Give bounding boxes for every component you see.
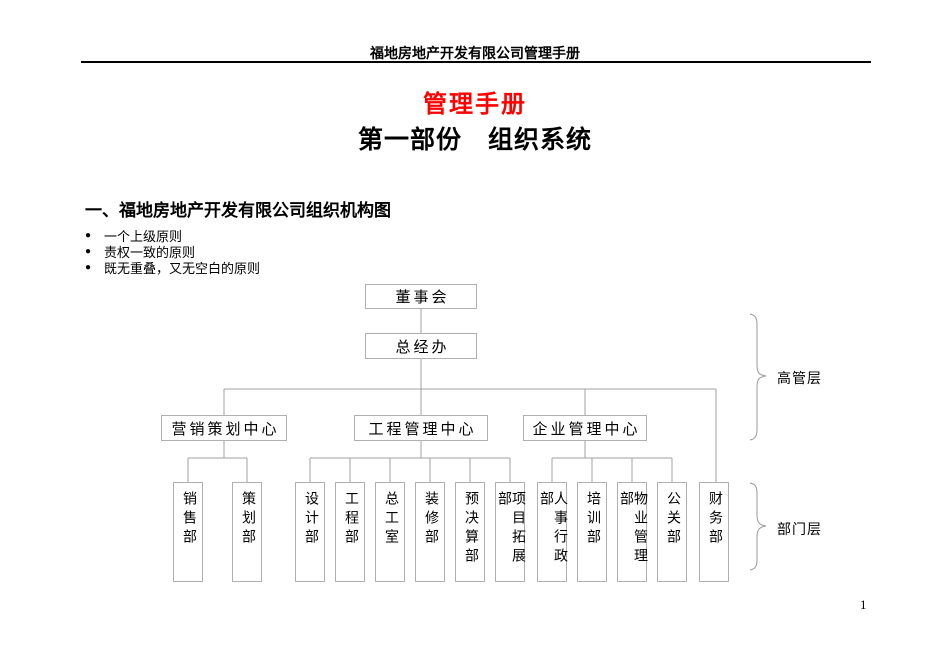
dept-label: 财务部 [707,491,722,548]
org-node-enterprise-center: 企业管理中心 [523,415,647,441]
org-node-dept-budget: 预决算部 [455,482,485,582]
department-layer-label: 部门层 [777,523,822,538]
page-number: 1 [860,597,867,612]
list-item-text: 既无重叠，又无空白的原则 [104,260,261,276]
dept-label: 项目拓展部 [496,491,525,567]
document-header-title: 福地房地产开发有限公司管理手册 [370,45,580,61]
dept-label: 设计部 [303,491,318,548]
org-node-dept-chief-engineer-office: 总工室 [375,482,405,582]
dept-label: 工程部 [343,491,358,548]
bullet-icon: ● [85,245,92,257]
org-node-dept-planning: 策划部 [232,482,262,582]
org-node-board: 董事会 [365,284,477,309]
dept-label: 销售部 [181,491,196,548]
list-item: ● 一个上级原则 [85,227,260,244]
header-divider-line [81,61,871,63]
org-node-engineering-center: 工程管理中心 [354,415,488,441]
dept-label: 培训部 [585,491,600,548]
org-node-dept-decoration: 装修部 [415,482,445,582]
senior-layer-label: 高管层 [777,372,822,387]
org-node-gm-office: 总经办 [365,333,477,359]
bullet-icon: ● [85,229,92,241]
dept-label: 预决算部 [463,491,478,567]
principles-list: ● 一个上级原则 ● 责权一致的原则 ● 既无重叠，又无空白的原则 [85,227,261,276]
org-node-dept-finance: 财务部 [699,482,729,582]
list-item: ● 责权一致的原则 [85,243,260,260]
org-node-marketing-center: 营销策划中心 [161,415,287,441]
bullet-icon: ● [85,261,92,273]
dept-label: 策划部 [240,491,255,548]
dept-label: 总工室 [383,491,398,548]
dept-label: 装修部 [423,491,438,548]
org-node-dept-public-relations: 公关部 [657,482,687,582]
org-node-dept-property-management: 物业管理部 [617,482,647,582]
senior-layer-brace [749,313,767,441]
list-item: ● 既无重叠，又无空白的原则 [85,259,261,276]
org-node-dept-training: 培训部 [577,482,607,582]
section-heading: 一、福地房地产开发有限公司组织机构图 [85,201,391,220]
department-layer-brace [749,482,767,571]
list-item-text: 责权一致的原则 [104,244,196,260]
page-subtitle: 第一部份 组织系统 [357,127,592,154]
org-node-dept-engineering: 工程部 [335,482,365,582]
dept-label: 人事行政部 [538,491,567,567]
page-title: 管理手册 [423,91,527,118]
org-node-dept-hr-admin: 人事行政部 [537,482,567,582]
list-item-text: 一个上级原则 [104,228,183,244]
org-node-dept-project-development: 项目拓展部 [495,482,525,582]
org-node-dept-design: 设计部 [295,482,325,582]
dept-label: 物业管理部 [618,491,647,567]
org-node-dept-sales: 销售部 [173,482,203,582]
dept-label: 公关部 [665,491,680,548]
